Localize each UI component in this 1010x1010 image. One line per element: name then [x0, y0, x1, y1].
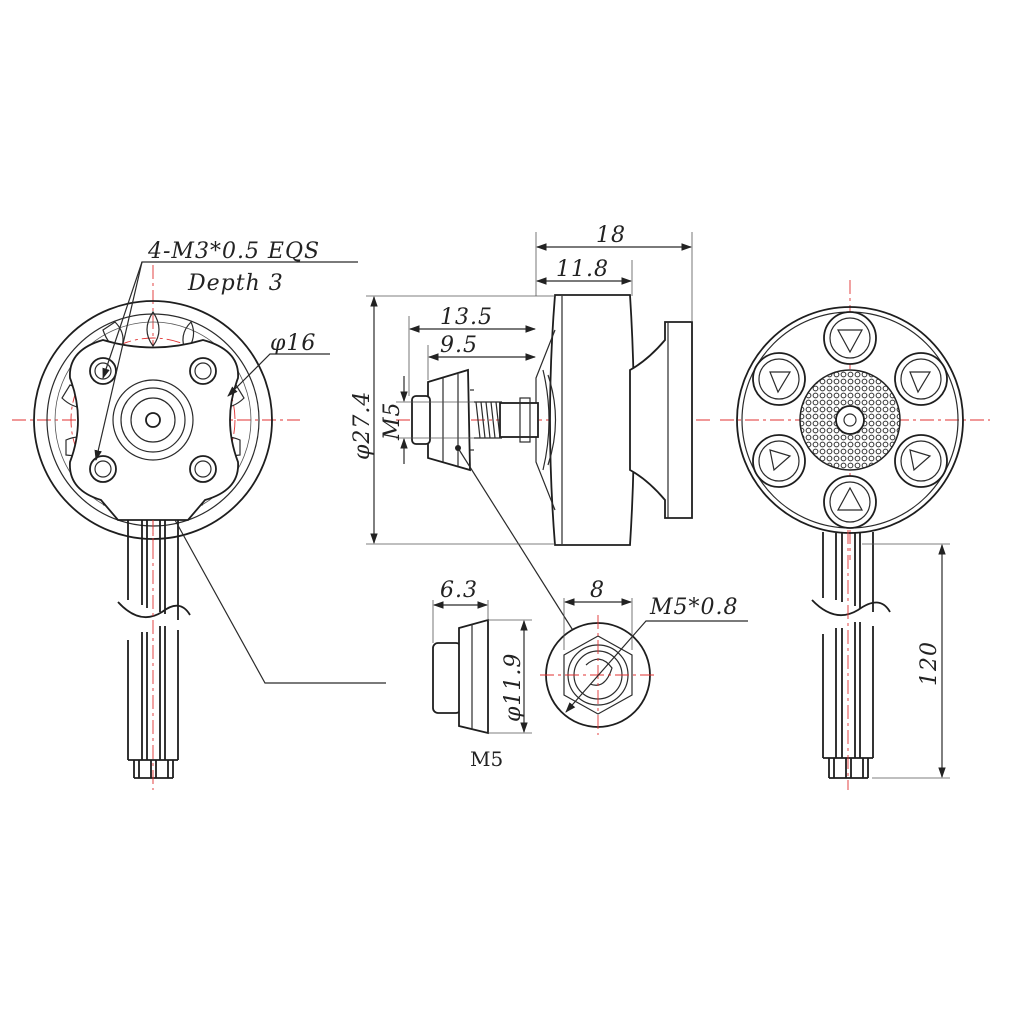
hub-outer: [112, 379, 194, 461]
mount-hole-bl: [89, 455, 117, 483]
dim-8-label: 8: [590, 578, 605, 603]
mount-hole-tr: [189, 357, 217, 385]
nut-caption: M5: [470, 747, 503, 771]
dim-13-5-label: 13.5: [440, 305, 493, 330]
nut-detail-leader: [174, 519, 386, 684]
mount-holes: [89, 357, 217, 483]
bell-holes: [752, 311, 948, 529]
side-view: 18 11.8 13.5 9.5 φ27.4 M5: [350, 223, 712, 633]
rear-outer-ring: [736, 306, 964, 534]
nut-front-hex: [563, 635, 633, 715]
dim-6-3-label: 6.3: [440, 578, 478, 603]
dim-11-9-label: φ11.9: [501, 653, 526, 722]
side-nut: [427, 368, 471, 472]
mount-hole-br: [189, 455, 217, 483]
rear-view: 120: [720, 280, 990, 790]
dim-11-8-label: 11.8: [556, 257, 609, 282]
dim-m5-label: M5: [380, 401, 405, 441]
dim-18-label: 18: [596, 223, 626, 248]
bolt-circle-dim-label: φ16: [270, 331, 316, 356]
nut-leader: [457, 447, 575, 633]
dim-diameter-label: φ27.4: [350, 391, 375, 460]
rear-shaft-end: [835, 405, 865, 435]
rear-wires: [811, 532, 891, 779]
shaft: [499, 402, 539, 438]
dim-9-5-label: 9.5: [440, 333, 478, 358]
nut-side-cap: [432, 642, 462, 714]
motor-can: [549, 294, 635, 546]
depth-callout-label: Depth 3: [187, 271, 284, 296]
nut-dome: [411, 395, 431, 445]
mount-hole-tl: [89, 357, 117, 385]
dim-120-label: 120: [917, 641, 942, 686]
bolt-circle-dim-leader: [227, 353, 330, 397]
shaft-thread: [474, 401, 502, 439]
nut-side-hex: [458, 618, 489, 735]
dim-thread-pitch-label: M5*0.8: [649, 595, 739, 620]
front-wires: [117, 520, 191, 779]
thread-callout-label: 4-M3*0.5 EQS: [147, 239, 320, 264]
dim-thread-pitch-leader: [565, 620, 748, 713]
mount-flange: [629, 321, 693, 519]
front-view: 4-M3*0.5 EQS Depth 3 φ16: [12, 239, 386, 790]
nut-detail: 6.3 φ11.9 M5 8 M5*0.8: [432, 578, 748, 771]
shaft-center: [145, 412, 161, 428]
